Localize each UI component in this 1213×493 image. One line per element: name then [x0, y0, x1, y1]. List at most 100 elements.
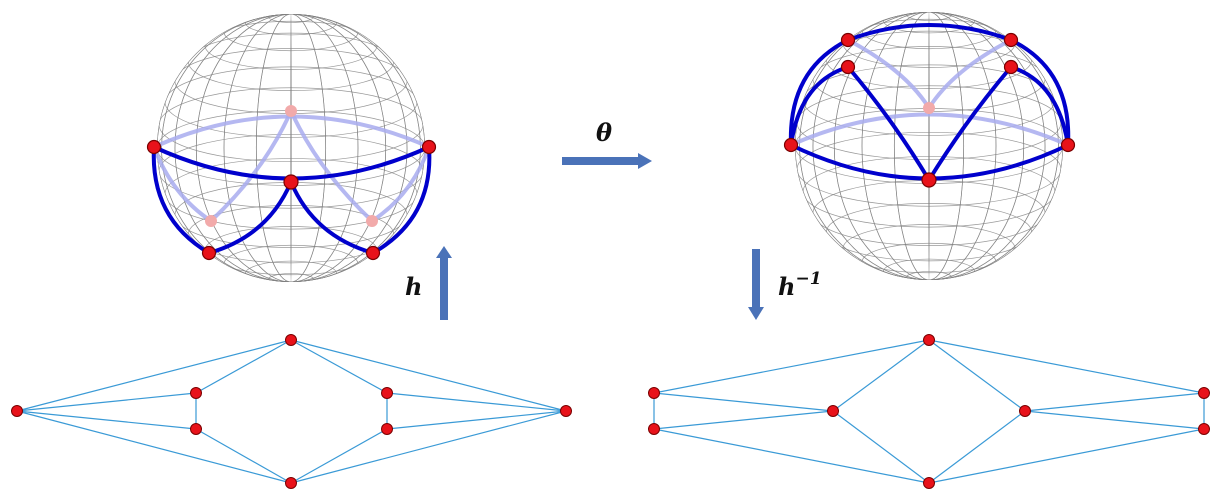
longitude-line [799, 12, 1059, 280]
longitude-line [174, 14, 408, 282]
sphere-outline [795, 12, 1063, 280]
longitude-line [799, 12, 1059, 280]
latitude-line [174, 48, 408, 114]
left-sphere-node-faded [285, 105, 297, 117]
right-back-curve-1 [847, 38, 931, 110]
longitude-line [223, 14, 359, 282]
left-back-curve-1 [209, 110, 293, 223]
longitude-line [795, 12, 1063, 280]
graph-edge [653, 339, 930, 394]
graph-edge [195, 339, 292, 394]
graph-node-mid-right [1019, 405, 1031, 417]
latitude-line [812, 180, 1046, 246]
graph-edge [386, 392, 567, 412]
longitude-line [928, 12, 930, 280]
graph-edge [832, 410, 930, 484]
graph-edge [653, 428, 930, 484]
latitude-line [157, 110, 425, 186]
graph-edge [928, 428, 1205, 484]
left-back-curve-4 [370, 146, 431, 223]
longitude-line [290, 14, 292, 282]
left-front-arc-right [372, 146, 432, 255]
right-sphere-node [1003, 32, 1019, 48]
right-front-top-arc [847, 23, 1012, 42]
graph-node-upper-right [1198, 387, 1210, 399]
graph-node-lower-right [381, 423, 393, 435]
right-sphere-node-faded [923, 102, 935, 114]
left-sphere [146, 14, 437, 282]
graph-node-bottom [285, 477, 297, 489]
graph-edge [16, 392, 197, 412]
left-front-v-right [289, 181, 374, 255]
graph-edge [290, 428, 388, 484]
graph-edge [195, 428, 292, 484]
right-sphere-node [1060, 137, 1076, 153]
right-sphere-node [840, 59, 856, 75]
graph-edge [928, 339, 1026, 412]
graph-node-top [923, 334, 935, 346]
graph-edge [386, 410, 567, 430]
right-front-outer-arc [788, 38, 1071, 146]
graph-edge [928, 339, 1205, 394]
latitude-line [174, 182, 408, 248]
right-sphere-node [921, 172, 937, 188]
latitude-line [796, 85, 1062, 161]
right-front-v-right [927, 65, 1013, 182]
h-inverse-arrow [748, 249, 764, 320]
left-sphere-node [201, 245, 217, 261]
graph-node-upper-right [381, 387, 393, 399]
longitude-line [833, 12, 1025, 280]
left-sphere-node-faded [366, 215, 378, 227]
latitude-line [188, 32, 394, 91]
graph-node-lower-left [190, 423, 202, 435]
left-back-curve-3 [152, 146, 213, 223]
longitude-line [893, 12, 965, 280]
longitude-line [255, 14, 327, 282]
left-sphere-node [421, 139, 437, 155]
graph-node-lower-left [648, 423, 660, 435]
h-arrow [436, 246, 452, 320]
right-sphere-node [840, 32, 856, 48]
longitude-line [861, 12, 997, 280]
right-sphere [783, 12, 1076, 280]
graph-edge [290, 410, 567, 484]
h-inverse-exponent: −1 [795, 269, 821, 289]
right-sphere-node [1003, 59, 1019, 75]
left-planar-graph [11, 334, 572, 489]
right-front-v-left [846, 65, 931, 182]
graph-edge [832, 339, 930, 412]
longitude-line [223, 14, 359, 282]
latitude-line [158, 87, 424, 163]
h-inverse-base: h [778, 272, 795, 301]
graph-node-top [285, 334, 297, 346]
longitude-line [157, 14, 425, 282]
latitude-line [812, 46, 1046, 112]
graph-edge [653, 392, 834, 412]
longitude-line [812, 12, 1046, 280]
graph-edge [16, 410, 292, 484]
longitude-line [195, 14, 387, 282]
left-front-arc-left [151, 146, 211, 255]
latitude-line [158, 133, 424, 209]
latitude-line [795, 108, 1063, 184]
left-sphere-node-faded [205, 215, 217, 227]
right-sphere-node [783, 137, 799, 153]
theta-label: θ [596, 118, 612, 147]
right-back-curve-2 [927, 38, 1012, 110]
h-inverse-label: h−1 [778, 269, 822, 301]
graph-edge [928, 410, 1026, 484]
left-sphere-node [283, 174, 299, 190]
graph-edge [290, 339, 388, 394]
longitude-line [812, 12, 1046, 280]
graph-node-upper-left [190, 387, 202, 399]
latitude-line [796, 131, 1062, 207]
left-sphere-node [365, 245, 381, 261]
graph-node-mid-left [827, 405, 839, 417]
longitude-line [161, 14, 421, 282]
right-back-equator [790, 112, 1069, 147]
right-front-upper-arc [789, 65, 1070, 146]
graph-edge [16, 339, 292, 412]
longitude-line [174, 14, 408, 282]
right-planar-graph [648, 334, 1210, 489]
